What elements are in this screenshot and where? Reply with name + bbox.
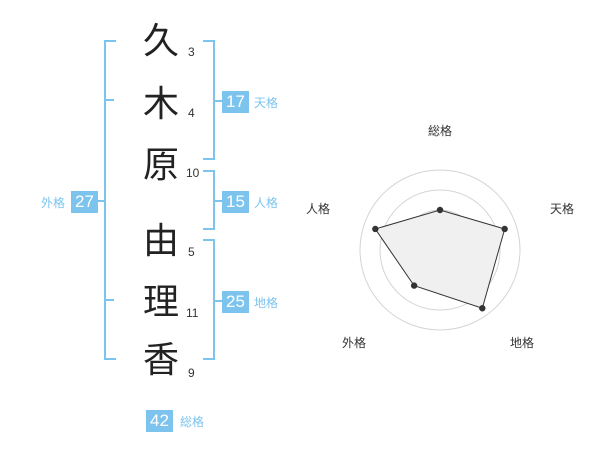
radar-ring xyxy=(359,169,521,331)
stroke-count-5: 11 xyxy=(186,306,199,320)
radar-axis-label-chikaku: 地格 xyxy=(510,336,535,350)
name-char-2: 木 xyxy=(142,84,179,125)
jinkaku-badge: 15 xyxy=(222,191,249,213)
soukaku-badge: 42 xyxy=(146,410,173,432)
chikaku-bracket-connector xyxy=(214,300,222,302)
gaikaku-label: 外格 xyxy=(41,196,66,210)
soukaku-label: 総格 xyxy=(180,415,205,429)
gaikaku-bracket-tick xyxy=(104,99,114,101)
tenkaku-bracket-connector xyxy=(214,100,222,102)
gaikaku-bracket-tick xyxy=(104,299,114,301)
radar-point xyxy=(501,225,508,233)
radar-axis-label-soukaku: 総格 xyxy=(428,124,453,138)
radar-point xyxy=(436,206,444,214)
name-char-5: 理 xyxy=(142,282,179,323)
jinkaku-bracket-connector xyxy=(214,200,222,202)
gaikaku-bracket-connector xyxy=(96,200,106,202)
stroke-count-1: 3 xyxy=(188,45,195,59)
chikaku-label: 地格 xyxy=(254,296,279,310)
name-char-4: 由 xyxy=(142,221,179,262)
name-char-3: 原 xyxy=(142,145,179,186)
tenkaku-badge: 17 xyxy=(222,91,249,113)
radar-axis-label-tenkaku: 天格 xyxy=(550,202,575,216)
jinkaku-label: 人格 xyxy=(254,196,279,210)
radar-point xyxy=(372,225,379,233)
radar-ring xyxy=(379,189,501,311)
gaikaku-badge: 27 xyxy=(71,191,98,213)
stroke-count-2: 4 xyxy=(188,106,195,120)
chikaku-badge: 25 xyxy=(222,291,249,313)
radar-area xyxy=(374,209,506,309)
radar-point xyxy=(479,305,486,312)
radar-point xyxy=(410,282,418,289)
radar-axis-label-gaikaku: 外格 xyxy=(342,336,367,350)
radar-axis-label-jinkaku: 人格 xyxy=(306,202,331,216)
stroke-count-6: 9 xyxy=(188,366,195,380)
tenkaku-label: 天格 xyxy=(254,96,279,110)
name-char-6: 香 xyxy=(142,340,179,381)
chikaku-bracket xyxy=(203,239,215,360)
stroke-count-4: 5 xyxy=(188,245,195,259)
stroke-count-3: 10 xyxy=(186,166,200,180)
name-char-1: 久 xyxy=(142,21,179,62)
